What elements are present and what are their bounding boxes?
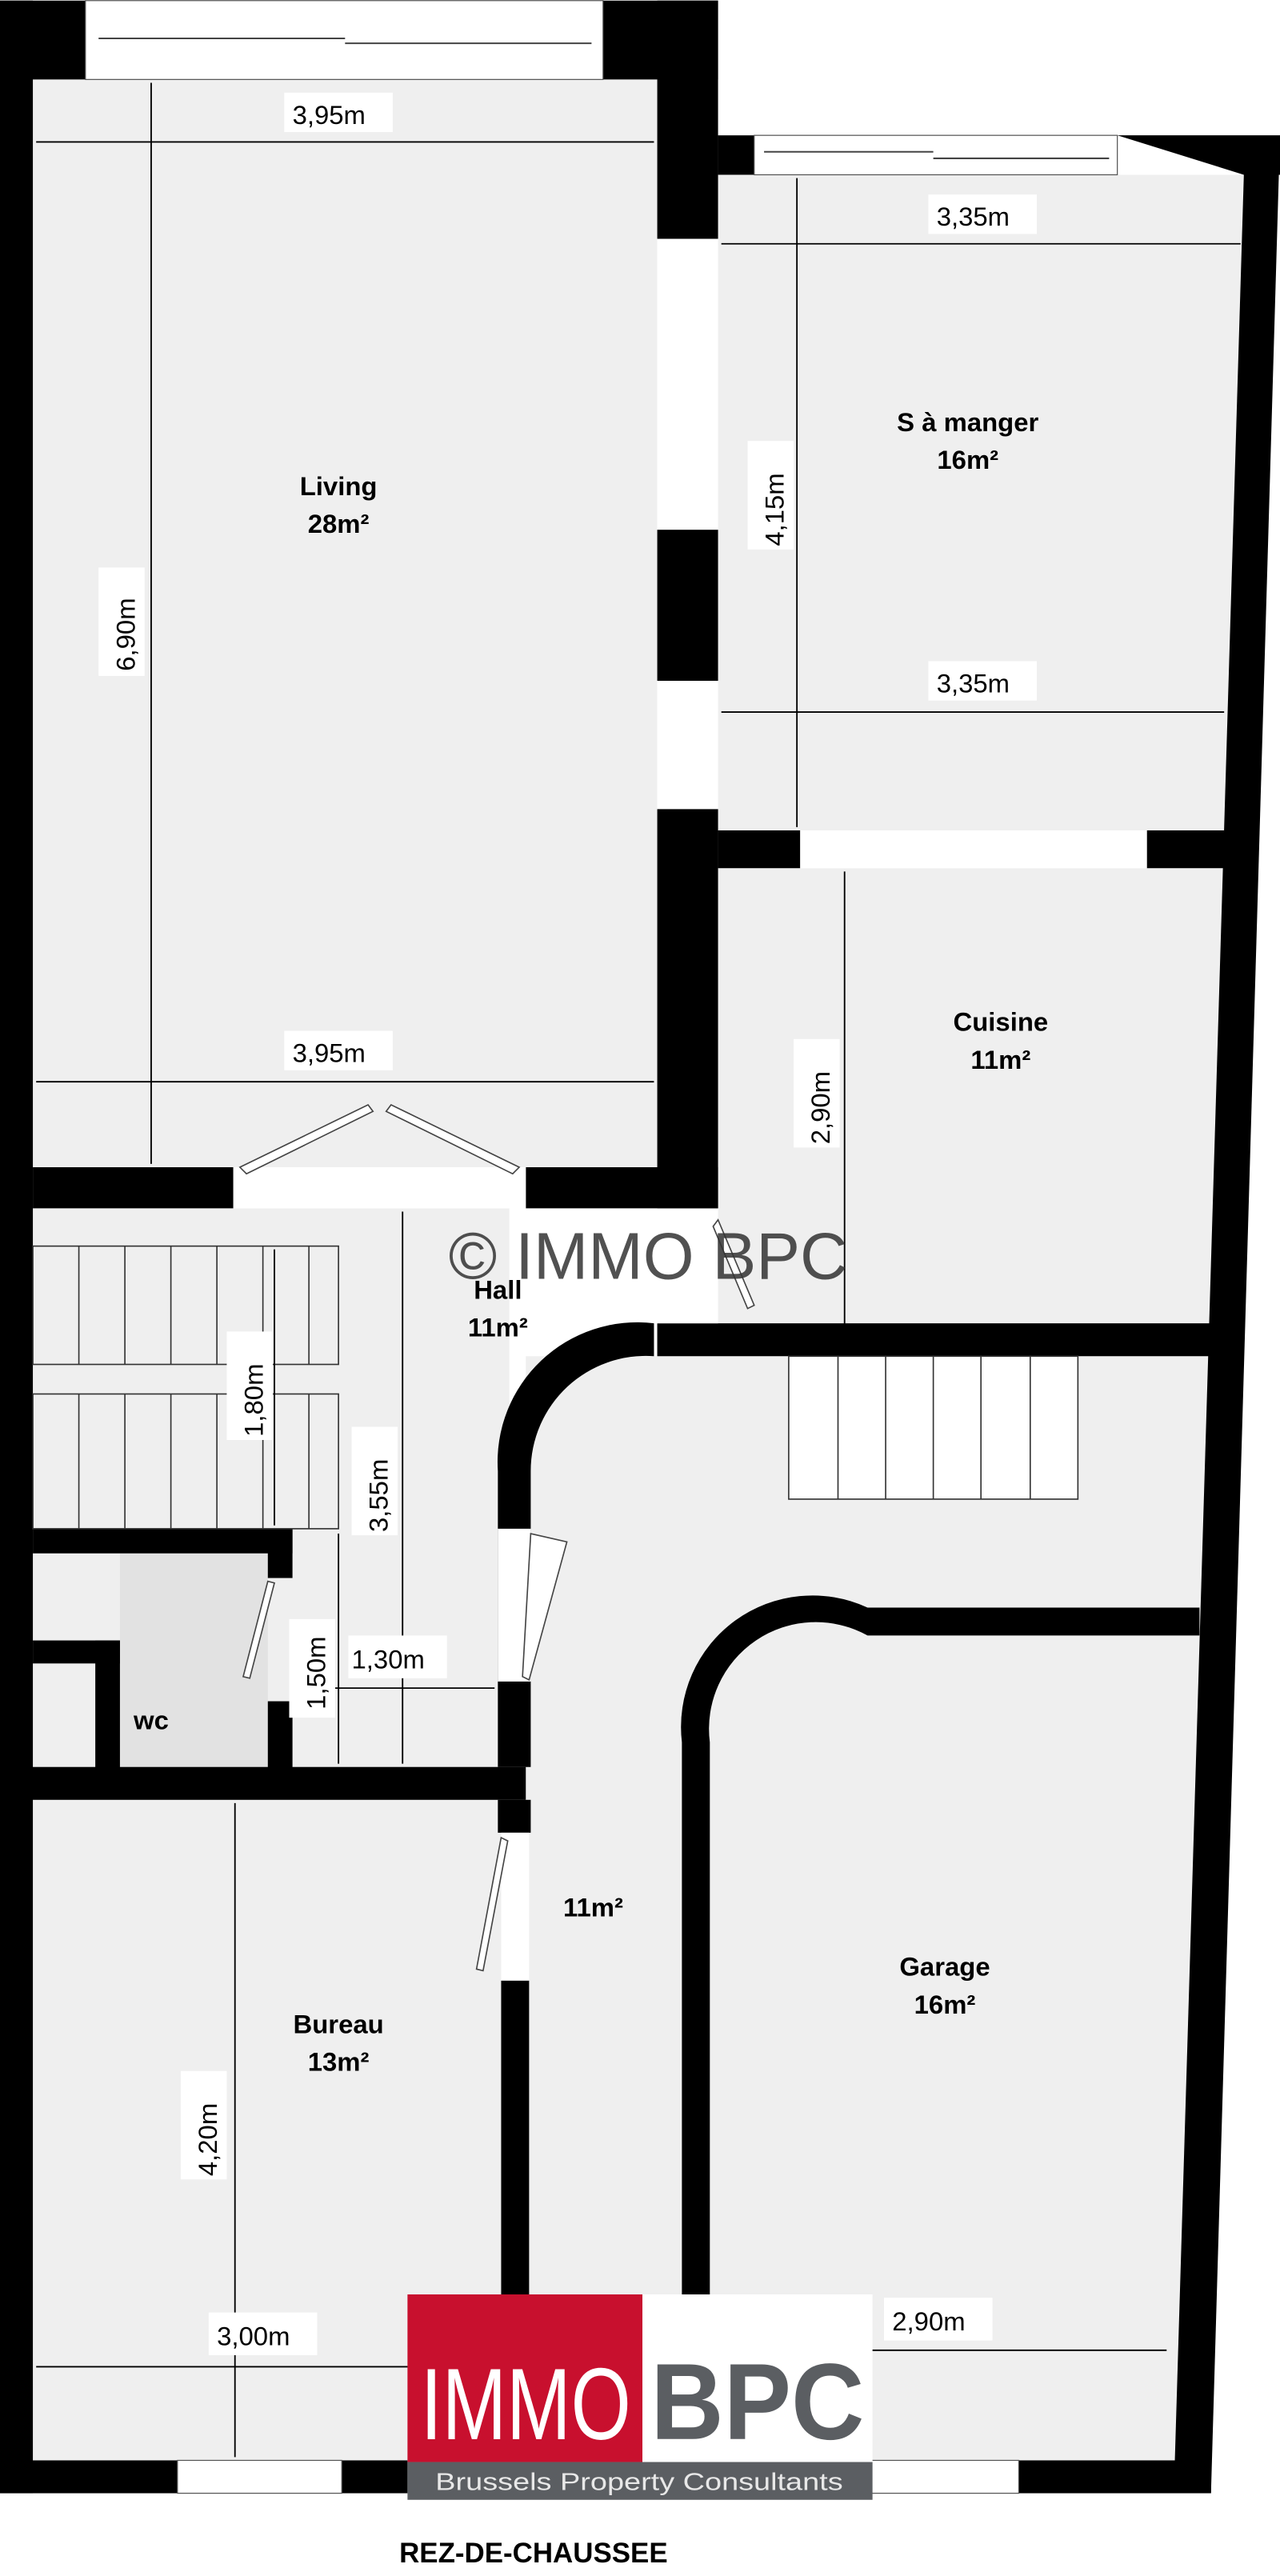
stairs <box>32 1245 1079 1530</box>
dim-bureau-length: 4,20m <box>193 2103 222 2176</box>
logo-bpc: BPC <box>650 2341 864 2462</box>
dim-dining-length: 4,15m <box>760 473 790 546</box>
room-kitchen-area: 11m² <box>970 1045 1030 1074</box>
room-hall-area: 11m² <box>468 1313 528 1342</box>
dim-bureau-width: 3,00m <box>217 2322 290 2351</box>
watermark: © IMMO BPC <box>449 1221 848 1294</box>
room-wc-name: wc <box>133 1705 169 1734</box>
logo-immo: IMMO <box>421 2347 631 2461</box>
logo-tagline: Brussels Property Consultants <box>435 2467 842 2495</box>
dim-living-length: 6,90m <box>110 598 140 670</box>
dim-garage-width: 2,90m <box>892 2306 965 2336</box>
room-hall-name: Hall <box>474 1274 522 1304</box>
dimension-labels: 3,95m 3,95m 6,90m 3,35m 3,35m 4,15m 2,90… <box>98 92 1038 2356</box>
dim-hall-width: 1,30m <box>352 1644 425 1674</box>
logo: IMMO BPC Brussels Property Consultants <box>407 2294 873 2500</box>
dim-hall-small: 1,50m <box>302 1637 331 1710</box>
room-corridor-area: 11m² <box>563 1893 623 1922</box>
dim-stair-length: 1,80m <box>239 1364 269 1437</box>
dim-dining-width-top: 3,35m <box>937 202 1010 231</box>
room-kitchen-name: Cuisine <box>953 1007 1048 1037</box>
room-living-area: 28m² <box>308 509 370 538</box>
dim-living-width-bottom: 3,95m <box>293 1038 366 1068</box>
room-living-name: Living <box>300 471 378 501</box>
walls <box>0 0 1280 2494</box>
dim-hall-length: 3,55m <box>364 1459 394 1532</box>
room-garage-name: Garage <box>899 1952 990 1982</box>
windows <box>85 0 1147 2494</box>
floor-title: REZ-DE-CHAUSSEE <box>399 2538 668 2569</box>
room-garage-area: 16m² <box>914 1990 976 2019</box>
dim-kitchen-length: 2,90m <box>806 1071 835 1144</box>
room-bureau-area: 13m² <box>308 2047 370 2077</box>
dim-living-width-top: 3,95m <box>293 100 366 130</box>
doors <box>233 1103 755 1981</box>
room-bureau-name: Bureau <box>293 2009 383 2038</box>
room-dining-name: S à manger <box>897 407 1038 437</box>
room-labels: Living 28m² S à manger 16m² Cuisine 11m²… <box>133 407 1048 2077</box>
room-dining-area: 16m² <box>937 445 998 474</box>
dim-dining-width-bottom: 3,35m <box>937 668 1010 698</box>
